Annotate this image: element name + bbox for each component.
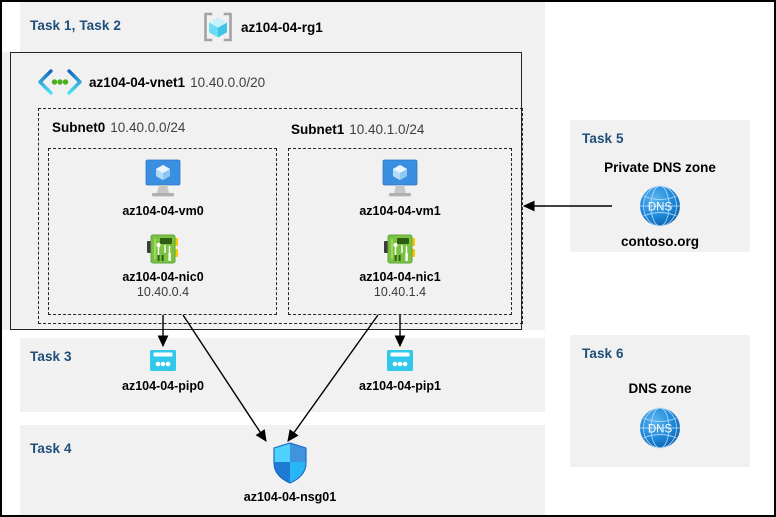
public-ip-address-icon: [146, 348, 180, 374]
subnet1-cidr: 10.40.1.0/24: [349, 122, 425, 137]
nic0-ip: 10.40.0.4: [136, 285, 190, 299]
virtual-network-box: [10, 52, 522, 330]
network-security-group-icon: [270, 441, 310, 485]
dns-zone-icon: DNS: [637, 183, 683, 229]
task-5-label: Task 5: [582, 131, 624, 146]
subnet0-name: Subnet0: [52, 120, 106, 135]
virtual-machine-icon: [140, 158, 186, 200]
nic1-node[interactable]: az104-04-nic1 10.40.1.4: [340, 233, 460, 299]
vnet-name: az104-04-vnet1: [89, 74, 186, 90]
nic0-node[interactable]: az104-04-nic0 10.40.0.4: [103, 233, 223, 299]
private-dns-zone-name: contoso.org: [621, 234, 699, 249]
subnet1-name: Subnet1: [291, 122, 345, 137]
subnet0-cidr: 10.40.0.0/24: [110, 120, 186, 135]
svg-text:DNS: DNS: [648, 202, 673, 214]
pip1-node[interactable]: az104-04-pip1: [340, 348, 460, 393]
pip1-label: az104-04-pip1: [359, 379, 441, 393]
vm1-label: az104-04-vm1: [359, 204, 441, 218]
vnet-cidr: 10.40.0.0/20: [190, 74, 266, 90]
vm0-node[interactable]: az104-04-vm0: [103, 158, 223, 218]
public-ip-address-icon: [383, 348, 417, 374]
vm0-label: az104-04-vm0: [122, 204, 204, 218]
vm1-node[interactable]: az104-04-vm1: [340, 158, 460, 218]
dns-zone-title: DNS zone: [628, 381, 692, 396]
nsg-label: az104-04-nsg01: [243, 490, 337, 504]
task-6-label: Task 6: [582, 346, 624, 361]
task-3-label: Task 3: [30, 349, 72, 364]
subnets-container: [38, 108, 523, 324]
private-dns-zone-node[interactable]: DNS contoso.org: [570, 183, 750, 249]
virtual-network-icon: [36, 68, 84, 96]
network-interface-icon: [144, 233, 182, 267]
subnet1-box: [288, 148, 512, 315]
nic1-ip: 10.40.1.4: [373, 285, 427, 299]
subnet0-box: [48, 148, 277, 315]
task-1-2-label: Task 1, Task 2: [30, 18, 121, 33]
resource-group-icon: [200, 10, 236, 44]
dns-zone-node[interactable]: DNS: [570, 405, 750, 451]
resource-group-name: az104-04-rg1: [241, 19, 323, 35]
dns-zone-icon: DNS: [637, 405, 683, 451]
nsg-node[interactable]: az104-04-nsg01: [222, 441, 358, 504]
private-dns-zone-title: Private DNS zone: [604, 160, 716, 175]
resource-group-header-band: [20, 0, 545, 52]
network-interface-icon: [381, 233, 419, 267]
nic0-label: az104-04-nic0: [122, 270, 204, 284]
virtual-machine-icon: [377, 158, 423, 200]
task-4-label: Task 4: [30, 441, 72, 456]
nic1-label: az104-04-nic1: [359, 270, 441, 284]
svg-text:DNS: DNS: [648, 424, 673, 436]
task3-panel: [20, 338, 545, 412]
